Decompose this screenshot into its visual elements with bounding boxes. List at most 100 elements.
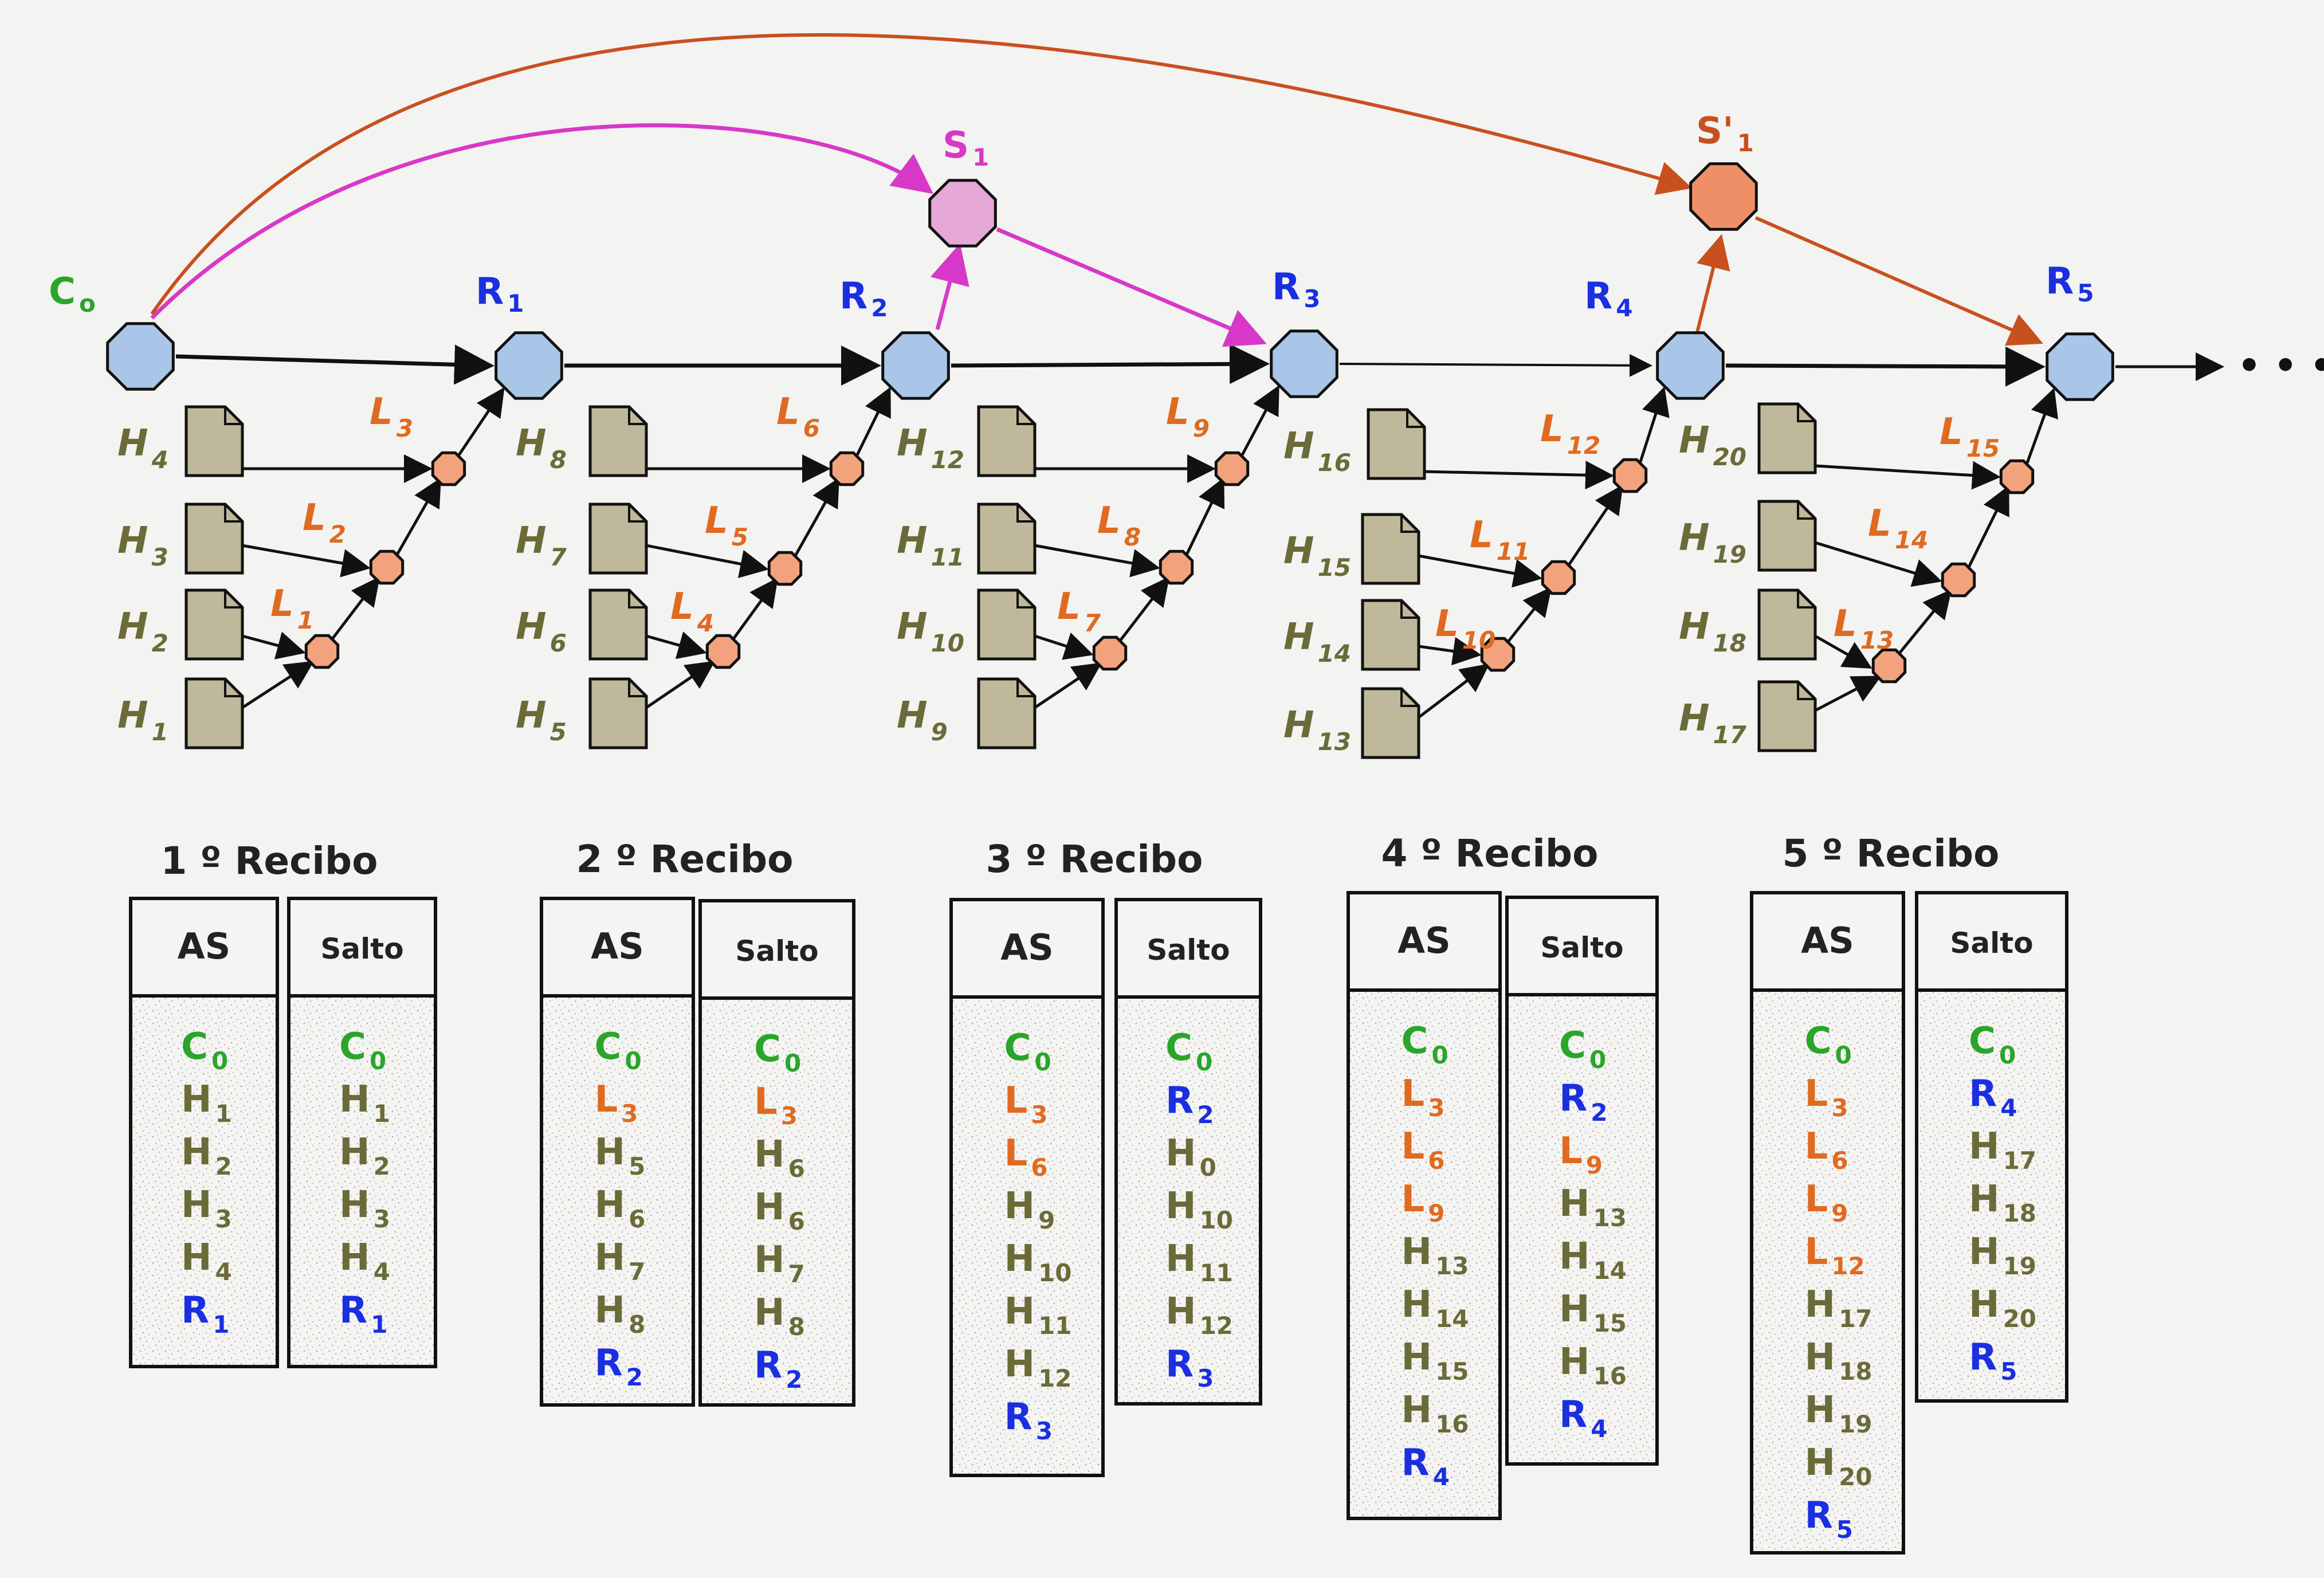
- l-label-g4-3-sub: 12: [1567, 431, 1600, 460]
- receipt-5-as-header-box: [1750, 891, 1905, 992]
- edge-l1-l2-g2: [732, 577, 778, 640]
- l-node-g4-3: [1612, 458, 1648, 493]
- l-label-g5-3-main: L: [1940, 411, 1963, 453]
- document-icon-g2-1-body: [588, 677, 648, 749]
- receipt-5-as-entry-9-sub: 20: [1839, 1463, 1872, 1491]
- edge-h3-l2-g1: [242, 544, 371, 578]
- receipt-3-as-entry-6-sub: 11: [1038, 1312, 1071, 1340]
- receipt-4-as-header-box: [1346, 891, 1502, 992]
- l-label-g2-3-sub: 6: [803, 414, 820, 442]
- receipt-5-salto-entry-5-sub: 19: [2003, 1252, 2036, 1280]
- receipt-3-as-entry-8-sub: 3: [1036, 1417, 1053, 1445]
- receipt-5-salto-entry-4-main: H: [1969, 1178, 2000, 1220]
- receipt-5-as-entry-3-sub: 6: [1831, 1147, 1848, 1175]
- receipt-4-as-entry-7-main: H: [1402, 1336, 1432, 1379]
- receipt-4-as-entry-4-main: L: [1402, 1178, 1425, 1220]
- h-label-g3-3-main: H: [897, 520, 928, 562]
- h-label-g5-4-sub: 20: [1713, 443, 1746, 471]
- h-label-g5-4-main: H: [1679, 419, 1710, 462]
- receipt-2-salto-entry-5-sub: 7: [788, 1260, 805, 1288]
- receipt-5-salto-entry-1-sub: 0: [1999, 1041, 2016, 1069]
- receipt-5-salto-entry-7-sub: 5: [2000, 1357, 2017, 1385]
- receipt-2-as-header-box: [540, 897, 695, 998]
- receipt-5-as-entry-10-sub: 5: [1836, 1516, 1853, 1544]
- receipt-4-as-entry-1-sub: 0: [1431, 1041, 1448, 1069]
- receipt-2-as-entry-5-sub: 7: [629, 1258, 645, 1286]
- h-label-g3-2-sub: 10: [931, 629, 964, 657]
- l-label-g4-1-main: L: [1435, 603, 1459, 645]
- l-label-g4-2-main: L: [1470, 514, 1493, 556]
- l-label-g5-3-sub: 15: [1966, 434, 2000, 462]
- h-label-g2-3-sub: 7: [550, 543, 567, 571]
- node-r2-label-main: R: [839, 275, 867, 317]
- h-label-g1-4-main: H: [117, 422, 148, 465]
- receipt-5-as-entry-9-main: H: [1805, 1442, 1836, 1484]
- receipt-3-as-entry-7-sub: 12: [1038, 1364, 1071, 1392]
- edge-l3-root-g2: [855, 387, 891, 456]
- edge-l2-l3-g4: [1567, 484, 1623, 566]
- receipt-5-as-entry-6-main: H: [1805, 1283, 1836, 1326]
- h-label-g4-2-main: H: [1283, 616, 1314, 658]
- h-label-g5-3-main: H: [1679, 517, 1710, 559]
- receipt-1-as-entry-2-sub: 1: [215, 1100, 232, 1128]
- receipt-2-salto-entry-7-sub: 2: [786, 1365, 802, 1393]
- l-node-g2-3: [829, 451, 865, 486]
- receipt-5-salto-entry-7-main: R: [1969, 1336, 1997, 1379]
- receipt-2-salto-entry-2-sub: 3: [781, 1102, 798, 1130]
- receipt-2-salto-header: Salto: [735, 935, 818, 968]
- receipt-4-salto-entry-5-main: H: [1559, 1235, 1590, 1278]
- receipt-3-as-entry-2-main: L: [1004, 1080, 1028, 1122]
- h-label-g4-2-sub: 14: [1318, 639, 1351, 668]
- receipt-5-as-entry-4-main: L: [1805, 1178, 1828, 1220]
- document-icon-g3-2: [977, 588, 1037, 661]
- receipt-2-salto-entry-2-main: L: [754, 1081, 778, 1123]
- document-icon-g5-1-fold: [1797, 682, 1815, 700]
- receipt-4-salto-entry-1-sub: 0: [1589, 1046, 1606, 1074]
- l-node-g5-1: [1871, 648, 1907, 684]
- edge-h3-l2-g5: [1815, 541, 1942, 587]
- document-icon-g5-4-fold: [1797, 404, 1815, 422]
- document-icon-g1-1: [184, 677, 244, 749]
- receipt-4-as-entry-3-sub: 6: [1428, 1147, 1444, 1175]
- node-s1-prime-label-main: S': [1696, 110, 1734, 152]
- l-label-g3-1-main: L: [1057, 586, 1081, 628]
- edge-h3-l2-g2: [646, 544, 769, 578]
- l-label-g3-2-sub: 8: [1124, 523, 1141, 551]
- receipt-4-salto-entry-7-sub: 16: [1593, 1362, 1627, 1390]
- document-icon-g2-2-fold: [628, 590, 646, 609]
- receipt-3-salto-header-box: [1114, 898, 1262, 999]
- receipt-2-as-entry-4-sub: 6: [629, 1205, 645, 1233]
- l-label-g1-1-main: L: [270, 583, 294, 625]
- receipt-3-salto-entry-2-main: R: [1165, 1080, 1194, 1122]
- receipt-5-salto-entry-2-sub: 4: [2000, 1094, 2017, 1122]
- edge-h1-l1-g1: [241, 661, 315, 709]
- receipt-1-salto-entry-2-sub: 1: [374, 1100, 390, 1128]
- node-c0: [106, 322, 175, 391]
- l-node-g1-3: [431, 451, 466, 486]
- receipt-2-as-entry-7-main: R: [595, 1342, 623, 1384]
